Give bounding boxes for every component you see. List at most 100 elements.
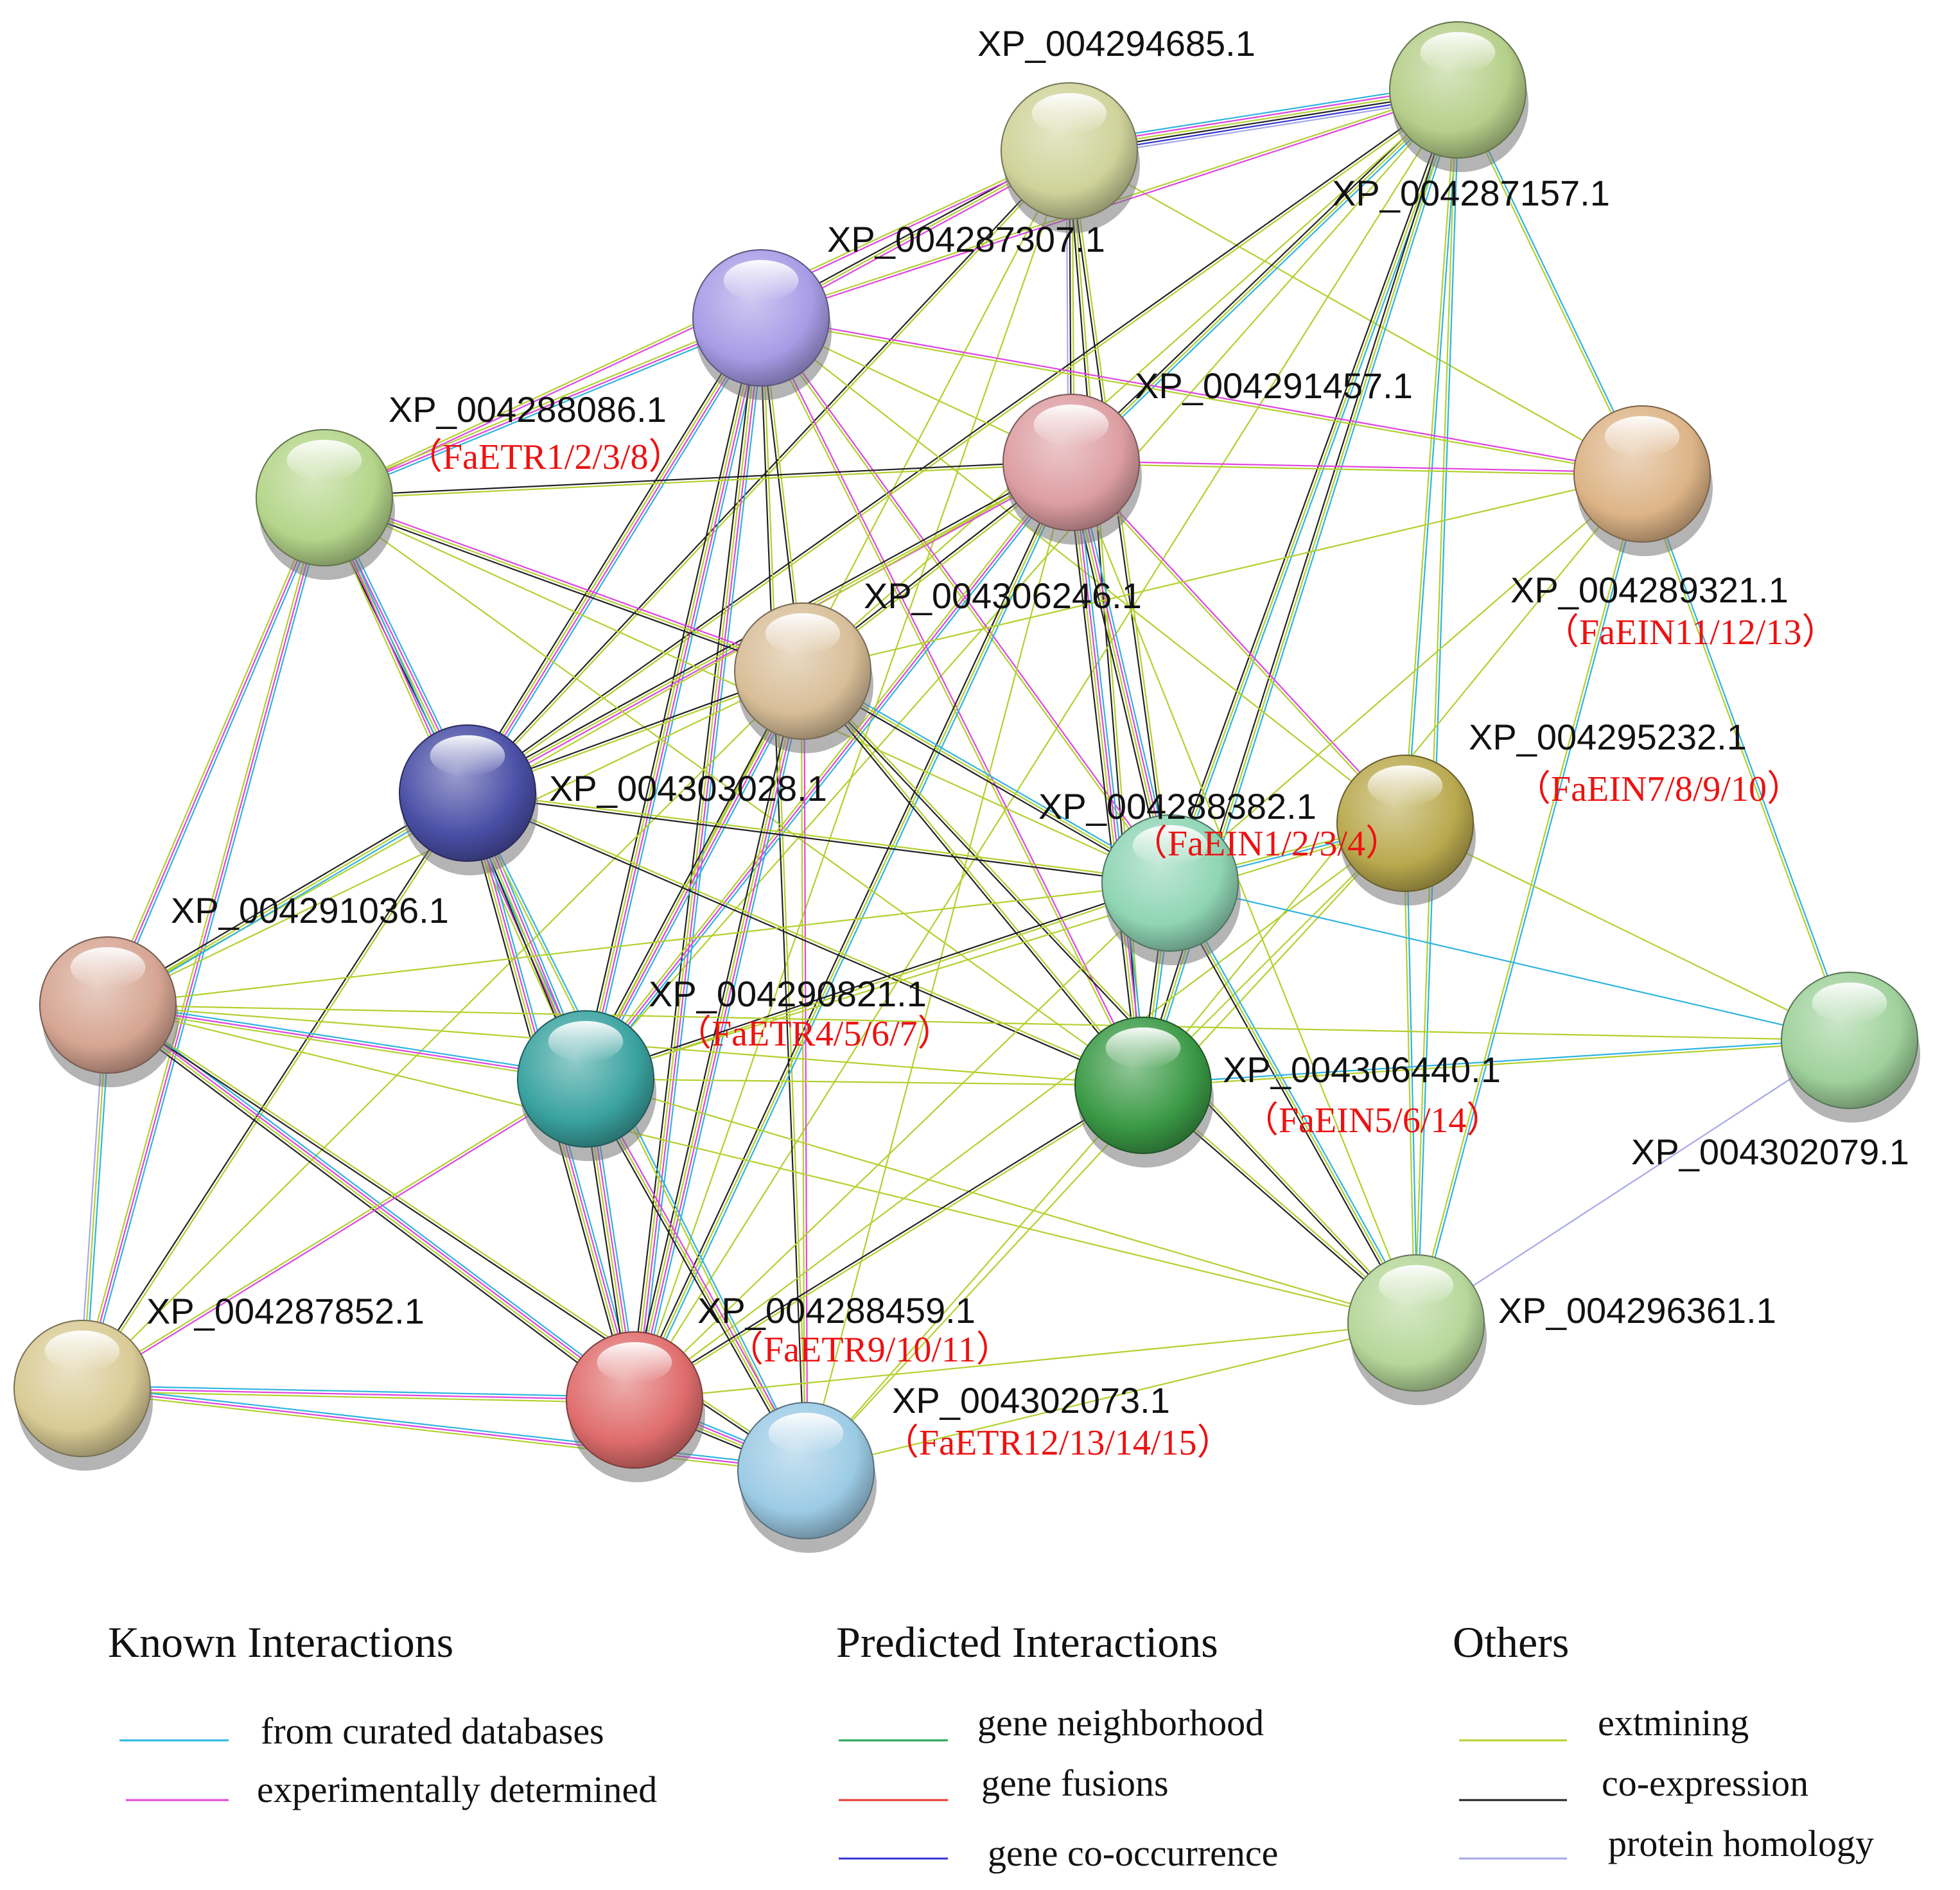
legend-heading-others: Others bbox=[1453, 1618, 1569, 1667]
edge-line-experimental bbox=[82, 1387, 635, 1401]
node-highlight bbox=[44, 1330, 120, 1372]
node-XP_004288382.1[interactable] bbox=[1101, 814, 1241, 965]
node-XP_004288459.1[interactable] bbox=[566, 1331, 705, 1482]
node-highlight bbox=[1367, 765, 1443, 807]
edge-n4-n5 bbox=[324, 460, 1072, 500]
edge-n8-n13 bbox=[466, 791, 1144, 1088]
edge-line-experimental bbox=[1071, 460, 1643, 473]
edge-line-textmining bbox=[107, 1004, 1417, 1324]
edge-n15-n16 bbox=[82, 1385, 635, 1404]
edge-line-textmining bbox=[632, 317, 760, 1400]
edge-n11-n18 bbox=[107, 1004, 1417, 1324]
edge-line-experimental bbox=[803, 670, 809, 1471]
edge-line-textmining bbox=[805, 1322, 1417, 1472]
edge-line-textmining bbox=[468, 151, 1071, 795]
edge-line-textmining bbox=[468, 90, 1459, 795]
legend-group-predicted: Predicted Interactions gene neighborhood… bbox=[836, 1618, 1278, 1874]
node-XP_004290821.1[interactable] bbox=[517, 1010, 656, 1161]
edge-n1-n6 bbox=[1069, 150, 1643, 475]
node-XP_004287852.1[interactable] bbox=[13, 1320, 153, 1471]
edge-line-textmining bbox=[107, 882, 1171, 1006]
node-XP_004291036.1[interactable] bbox=[39, 936, 179, 1087]
edge-line-textmining bbox=[1169, 882, 1417, 1324]
edge-line-textmining bbox=[634, 89, 1458, 1401]
node-label: XP_004291036.1 bbox=[171, 890, 449, 931]
node-label: XP_004302079.1 bbox=[1631, 1132, 1909, 1172]
node-alias: （FaEIN5/6/14） bbox=[1243, 1101, 1502, 1141]
edge-n2-n9 bbox=[1403, 89, 1460, 824]
legend-label-homology: protein homology bbox=[1608, 1823, 1874, 1864]
edge-line-coexpression bbox=[466, 149, 1069, 793]
edge-line-experimental bbox=[325, 494, 804, 669]
nodes-layer bbox=[13, 21, 1920, 1553]
edge-n11-n14 bbox=[107, 1004, 1850, 1042]
node-XP_004289321.1[interactable] bbox=[1573, 405, 1713, 556]
edge-n9-n14 bbox=[1404, 823, 1850, 1041]
node-XP_004291457.1[interactable] bbox=[1002, 394, 1142, 545]
edge-n3-n9 bbox=[760, 317, 1406, 824]
node-label: XP_004302073.1 bbox=[892, 1380, 1170, 1421]
node-alias: （FaEIN11/12/13） bbox=[1543, 613, 1837, 652]
node-XP_004288086.1[interactable] bbox=[256, 429, 395, 580]
edge-n5-n7 bbox=[323, 494, 804, 675]
edge-n9-n16 bbox=[634, 823, 1406, 1401]
node-XP_004306246.1[interactable] bbox=[734, 602, 873, 753]
edge-line-textmining bbox=[1413, 89, 1457, 1323]
edge-line-coexpression bbox=[324, 460, 1071, 497]
edge-line-coexpression bbox=[633, 1083, 1143, 1400]
node-XP_004287157.1[interactable] bbox=[1389, 21, 1528, 172]
node-label: XP_004287157.1 bbox=[1332, 173, 1610, 213]
legend-label-neighborhood: gene neighborhood bbox=[977, 1702, 1264, 1744]
edge-line-textmining bbox=[762, 317, 809, 1471]
node-label: XP_004291457.1 bbox=[1135, 365, 1413, 406]
edge-n13-n16 bbox=[633, 1083, 1144, 1402]
edge-line-coexpression bbox=[466, 88, 1458, 793]
edge-line-experimental bbox=[82, 1079, 587, 1390]
edge-line-coexpression bbox=[105, 1008, 633, 1404]
edge-n2-n16 bbox=[634, 89, 1458, 1401]
edge-line-coexpression bbox=[1167, 884, 1415, 1325]
node-XP_004302073.1[interactable] bbox=[737, 1402, 877, 1553]
edge-line-textmining bbox=[82, 793, 469, 1390]
edge-line-curated bbox=[587, 464, 1074, 1081]
node-XP_004306440.1[interactable] bbox=[1074, 1017, 1214, 1168]
edge-line-curated bbox=[1643, 473, 1852, 1040]
edge-line-textmining bbox=[760, 317, 1406, 824]
edge-n9-n18 bbox=[1403, 823, 1419, 1324]
edge-line-experimental bbox=[1071, 460, 1407, 823]
legend-heading-predicted: Predicted Interactions bbox=[836, 1618, 1218, 1667]
edge-line-textmining bbox=[1071, 89, 1458, 463]
node-XP_004287307.1[interactable] bbox=[692, 249, 832, 400]
edge-n1-n8 bbox=[466, 149, 1071, 795]
edge-line-textmining bbox=[1069, 462, 1405, 825]
edge-line-textmining bbox=[82, 670, 803, 1389]
edge-line-textmining bbox=[1071, 463, 1643, 477]
edge-line-textmining bbox=[586, 884, 1171, 1081]
node-XP_004294685.1[interactable] bbox=[1001, 82, 1140, 233]
edge-line-textmining bbox=[583, 317, 760, 1079]
edge-n6-n10 bbox=[1169, 473, 1643, 884]
edge-n10-n16 bbox=[634, 882, 1171, 1401]
edge-n4-n6 bbox=[1071, 460, 1643, 477]
edge-line-textmining bbox=[634, 1322, 1417, 1401]
node-XP_004302079.1[interactable] bbox=[1781, 972, 1920, 1123]
node-label: XP_004303028.1 bbox=[549, 768, 827, 809]
edge-line-coexpression bbox=[631, 460, 1069, 1399]
node-highlight bbox=[1604, 416, 1680, 457]
edge-line-textmining bbox=[1143, 1041, 1850, 1088]
edge-line-textmining bbox=[322, 314, 760, 496]
edge-line-textmining bbox=[633, 150, 1071, 1401]
edge-n11-n12 bbox=[107, 1001, 586, 1083]
node-highlight bbox=[597, 1342, 672, 1383]
edge-n5-n11 bbox=[104, 496, 328, 1007]
edge-line-coexpression bbox=[80, 792, 468, 1388]
node-label: XP_004287852.1 bbox=[146, 1291, 424, 1331]
node-label: XP_004288459.1 bbox=[697, 1290, 976, 1331]
node-alias: （FaEIN1/2/3/4） bbox=[1132, 824, 1401, 864]
node-XP_004295232.1[interactable] bbox=[1336, 755, 1476, 906]
node-XP_004296361.1[interactable] bbox=[1347, 1254, 1487, 1405]
node-highlight bbox=[1031, 92, 1107, 134]
edge-line-textmining bbox=[634, 1085, 1144, 1402]
node-XP_004303028.1[interactable] bbox=[399, 724, 538, 875]
legend-label-cooccurrence: gene co-occurrence bbox=[988, 1832, 1278, 1874]
